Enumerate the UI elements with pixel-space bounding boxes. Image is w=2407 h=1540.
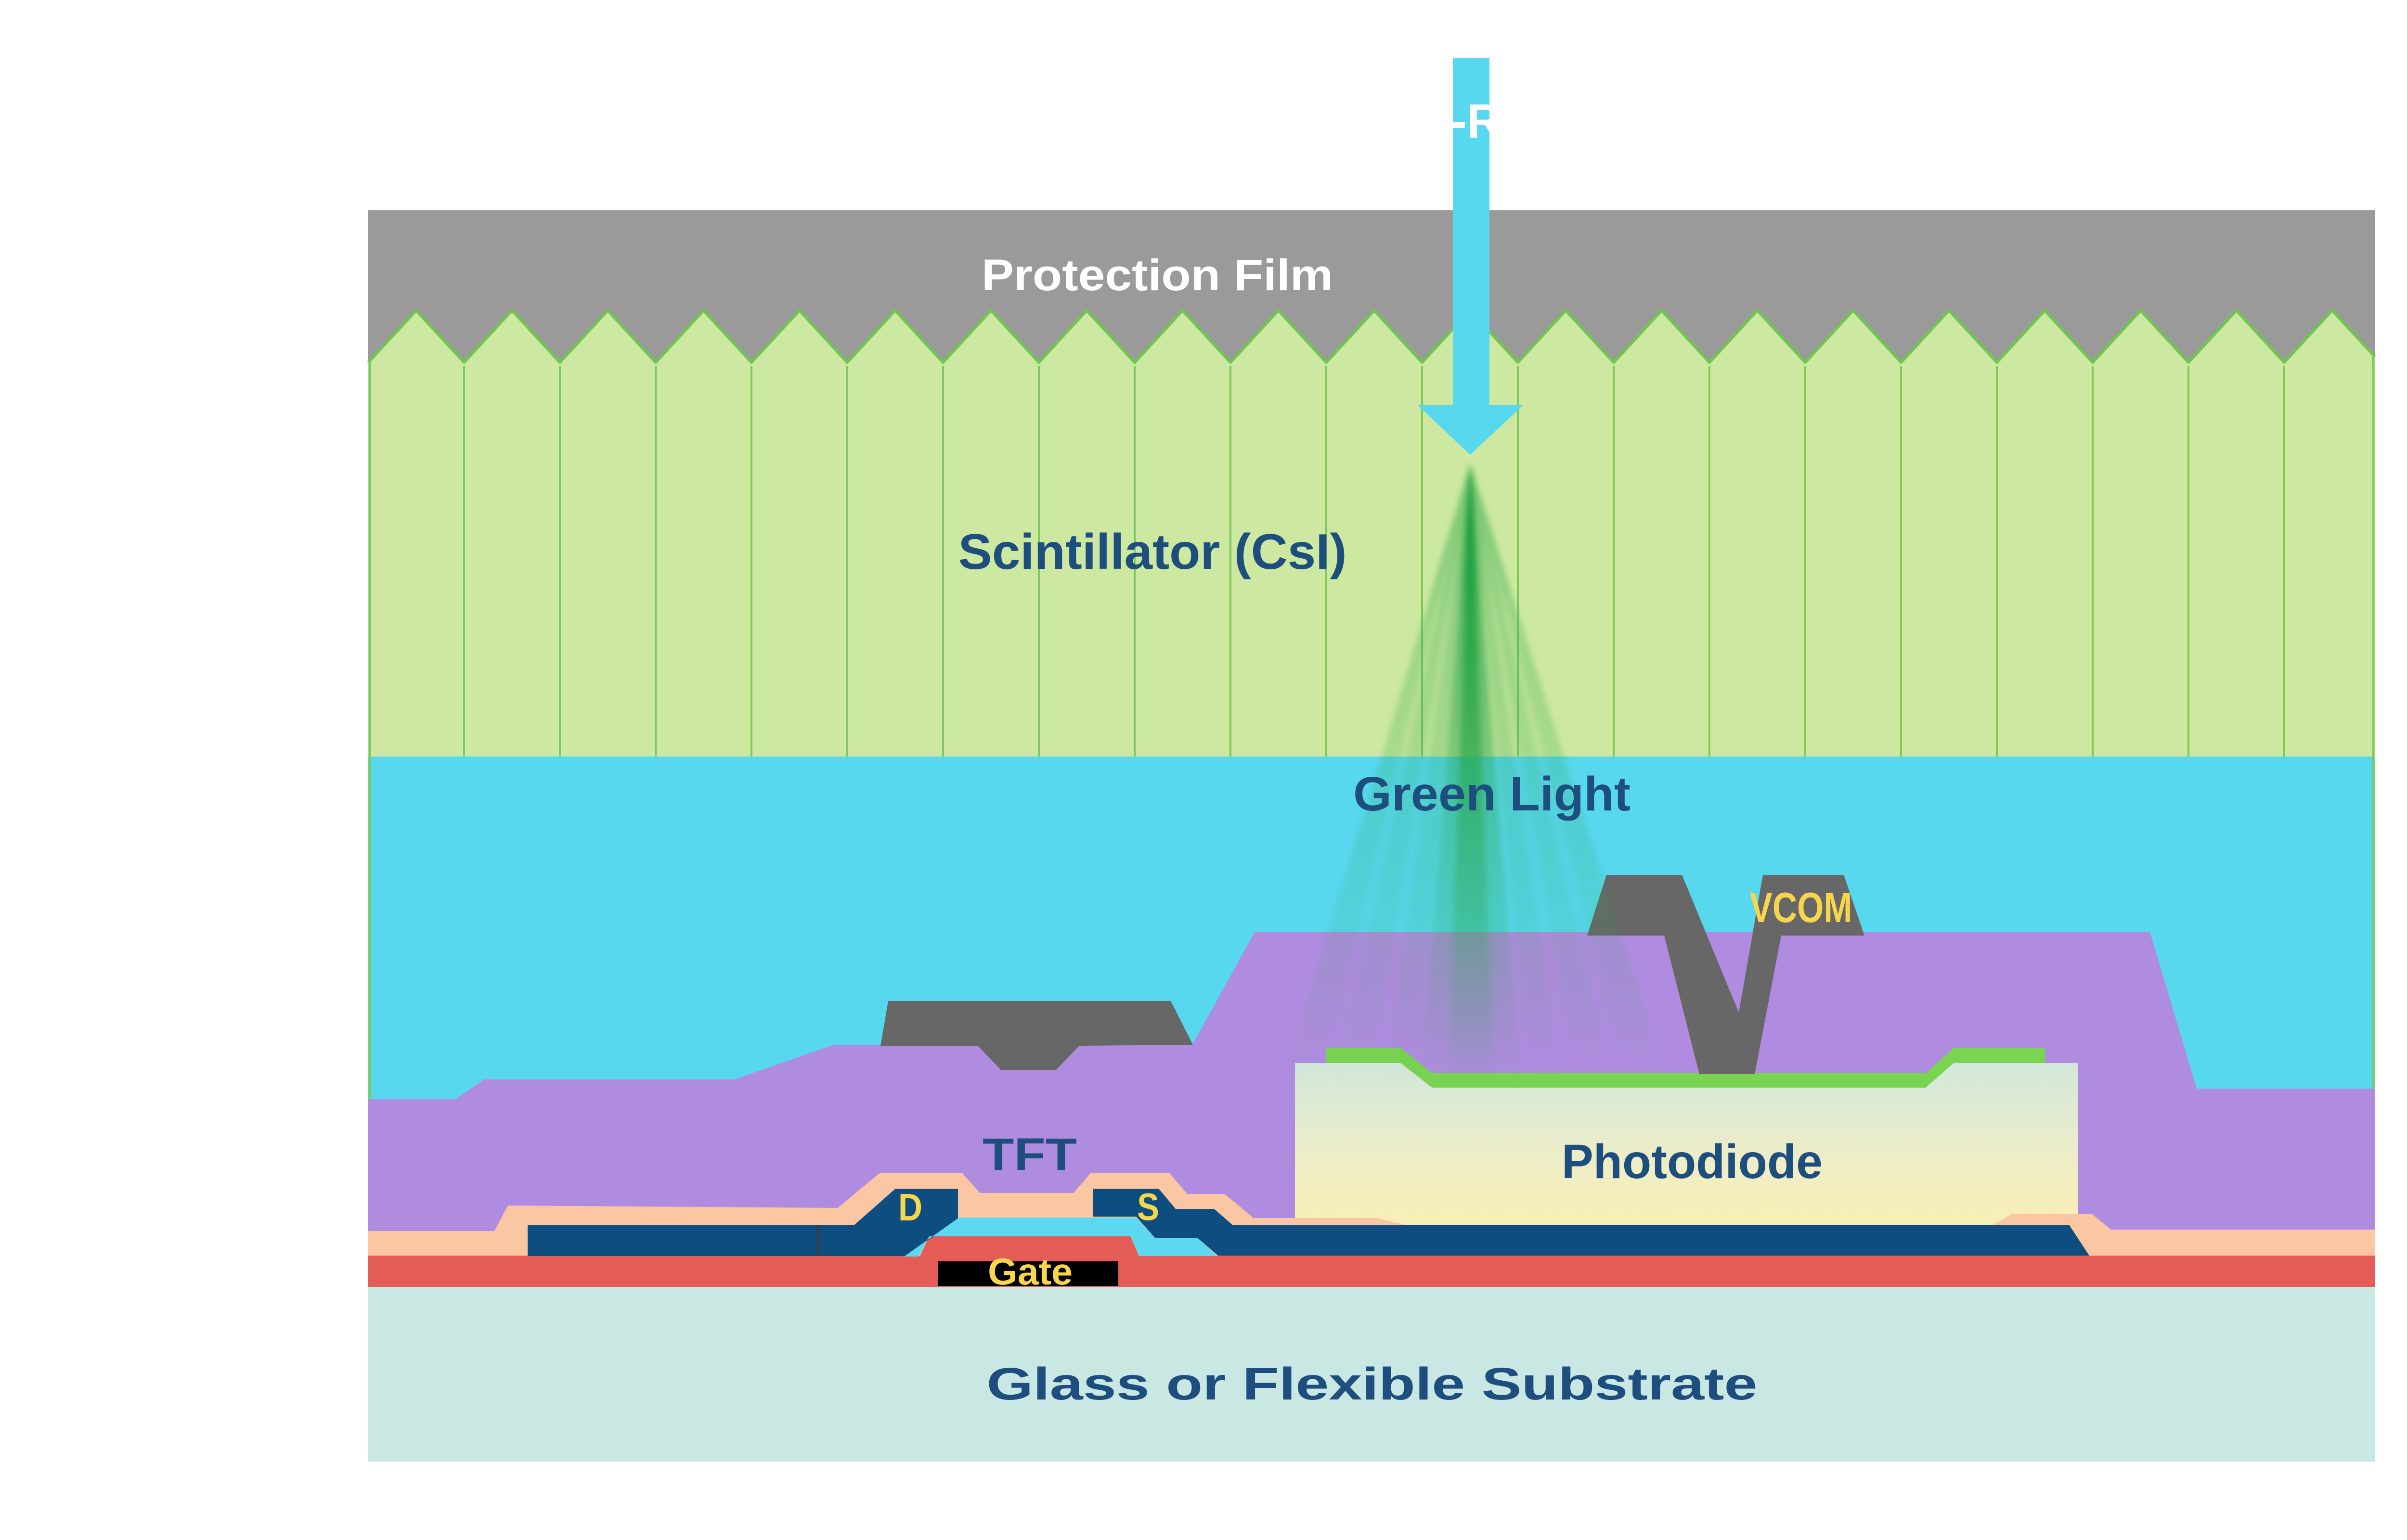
svg-text:S: S xyxy=(1137,1185,1159,1228)
svg-text:VCOM: VCOM xyxy=(1750,884,1852,931)
svg-text:Glass or Flexible Substrate: Glass or Flexible Substrate xyxy=(987,1359,1758,1410)
svg-text:Green Light: Green Light xyxy=(1353,767,1631,821)
svg-text:TFT: TFT xyxy=(983,1129,1077,1180)
svg-text:Gate: Gate xyxy=(988,1250,1073,1293)
svg-text:Protection Film: Protection Film xyxy=(982,251,1333,300)
svg-text:Scintillator (CsI): Scintillator (CsI) xyxy=(958,524,1347,580)
svg-text:D: D xyxy=(898,1186,922,1229)
svg-text:X-Ray: X-Ray xyxy=(1419,94,1555,148)
svg-text:Photodiode: Photodiode xyxy=(1562,1135,1823,1189)
